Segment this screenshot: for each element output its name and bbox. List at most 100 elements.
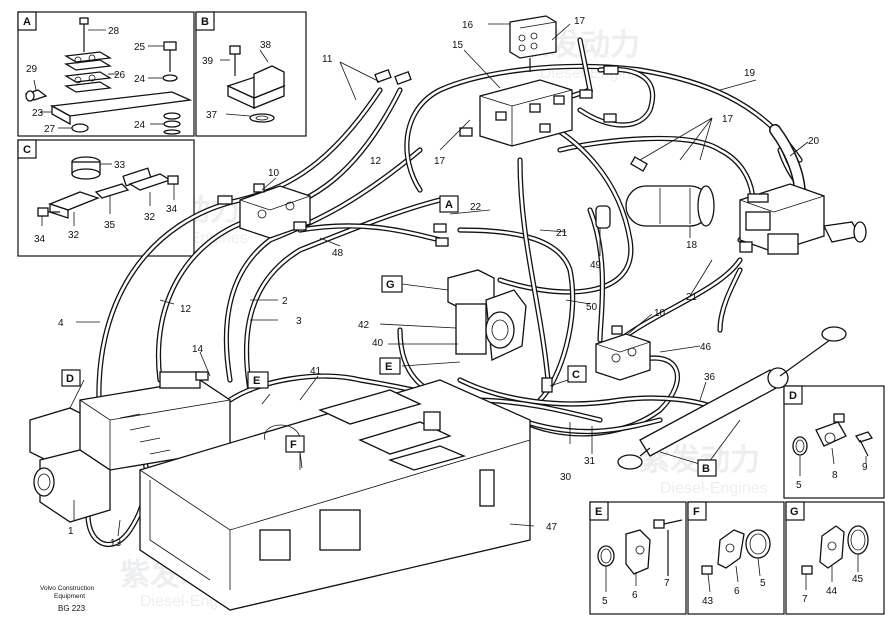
callout-21a: 21 <box>556 228 568 239</box>
inset-a-label-28: 28 <box>108 26 120 37</box>
callout-20: 20 <box>808 136 820 147</box>
inset-b-label-37: 37 <box>206 110 218 121</box>
inset-a-tag <box>17 11 37 31</box>
inset-c-label-35: 35 <box>104 220 116 231</box>
brake-valve-42 <box>447 269 527 361</box>
callout-18: 18 <box>686 240 698 251</box>
inset-c-tag <box>17 139 37 159</box>
inset-e-label-6: 6 <box>632 590 638 601</box>
inset-d-label-8: 8 <box>832 470 838 481</box>
callout-12b: 12 <box>180 304 192 315</box>
main-valve-15 <box>459 79 573 147</box>
inset-g-label-45: 45 <box>852 574 864 585</box>
valve-block-16 <box>509 15 557 72</box>
ref-e-2: E <box>253 375 260 387</box>
inset-a-label-25: 25 <box>134 42 146 53</box>
ref-a: A <box>445 199 453 211</box>
callout-49: 49 <box>590 260 602 271</box>
inset-d-letter: D <box>789 390 797 402</box>
callout-12a: 12 <box>370 156 382 167</box>
inset-g-tag <box>785 501 805 521</box>
inset-g-letter: G <box>790 506 799 518</box>
inset-a-label-26: 26 <box>114 70 126 81</box>
inset-c: C 33 34 32 35 34 32 <box>17 139 195 257</box>
callout-36: 36 <box>704 372 716 383</box>
callout-10b: 10 <box>654 308 666 319</box>
inset-a: A 28 25 29 26 <box>17 11 195 137</box>
inset-f: F 43 6 5 <box>687 501 785 615</box>
callout-42: 42 <box>358 320 370 331</box>
callout-13: 13 <box>110 538 122 549</box>
inset-d-label-5: 5 <box>796 480 802 491</box>
inset-c-label-34a: 34 <box>34 234 46 245</box>
inset-b-frame <box>195 11 307 137</box>
inset-f-letter: F <box>693 506 700 518</box>
inset-f-label-5: 5 <box>760 578 766 589</box>
inset-d-tag <box>783 385 803 405</box>
inset-d-label-9: 9 <box>862 462 868 473</box>
inset-e-label-5: 5 <box>602 596 608 607</box>
callout-30: 30 <box>560 472 572 483</box>
callout-40: 40 <box>372 338 384 349</box>
inset-g-label-7: 7 <box>802 594 808 605</box>
ref-c: C <box>572 369 580 381</box>
hose-lines <box>85 37 823 547</box>
inset-b-label-39: 39 <box>202 56 214 67</box>
ref-g: G <box>386 279 395 291</box>
accumulator-18 <box>625 185 715 227</box>
ref-d: D <box>66 373 74 385</box>
inset-b-letter: B <box>201 16 209 28</box>
inset-a-label-24a: 24 <box>134 74 146 85</box>
ref-e-1: E <box>385 361 392 373</box>
valve-10-left <box>217 183 311 239</box>
inset-e-label-7: 7 <box>664 578 670 589</box>
callout-50: 50 <box>586 302 598 313</box>
callout-numbers: 16 17 15 11 19 17 12 17 20 10 22 21 18 4… <box>58 16 820 549</box>
pump-assembly-1 <box>29 371 231 523</box>
watermark-en-3: Diesel-Engines <box>660 480 768 497</box>
footer: Volvo Construction Equipment BG 223 <box>40 585 95 613</box>
callout-19: 19 <box>744 68 756 79</box>
callout-16: 16 <box>462 20 474 31</box>
callout-21b: 21 <box>686 292 698 303</box>
callout-15: 15 <box>452 40 464 51</box>
inset-b-tag <box>195 11 215 31</box>
reference-letters: A G E C D E F B <box>61 195 717 477</box>
inset-a-label-29: 29 <box>26 64 38 75</box>
inset-e-letter: E <box>595 506 602 518</box>
valve-10-right <box>595 325 651 381</box>
main-assembly <box>29 15 867 611</box>
footer-brand-line1: Volvo Construction <box>40 585 95 592</box>
callout-4: 4 <box>58 318 64 329</box>
callout-17c: 17 <box>722 114 734 125</box>
inset-f-label-43: 43 <box>702 596 714 607</box>
tank-47 <box>139 379 531 611</box>
inset-d: D 5 8 9 <box>783 385 885 499</box>
callout-48: 48 <box>332 248 344 259</box>
cylinder-36 <box>617 326 847 470</box>
callout-17a: 17 <box>574 16 586 27</box>
callout-47: 47 <box>546 522 558 533</box>
footer-code: BG 223 <box>58 604 86 613</box>
callout-11: 11 <box>322 54 333 65</box>
fittings <box>195 65 753 393</box>
inset-e: E 7 5 6 <box>589 501 687 615</box>
inset-a-label-23: 23 <box>32 108 44 119</box>
inset-a-letter: A <box>23 16 31 28</box>
inset-b: B 38 39 37 <box>195 11 307 137</box>
inset-c-label-33: 33 <box>114 160 126 171</box>
callout-1: 1 <box>68 526 74 537</box>
callout-14: 14 <box>192 344 204 355</box>
inset-b-label-38: 38 <box>260 40 272 51</box>
inset-g-label-44: 44 <box>826 586 838 597</box>
inset-c-label-34b: 34 <box>166 204 178 215</box>
callout-41: 41 <box>310 366 322 377</box>
inset-c-label-32b: 32 <box>144 212 156 223</box>
leader-lines <box>69 23 809 537</box>
callout-31: 31 <box>584 456 596 467</box>
callout-3: 3 <box>296 316 302 327</box>
callout-17b: 17 <box>434 156 446 167</box>
inset-a-label-24b: 24 <box>134 120 146 131</box>
